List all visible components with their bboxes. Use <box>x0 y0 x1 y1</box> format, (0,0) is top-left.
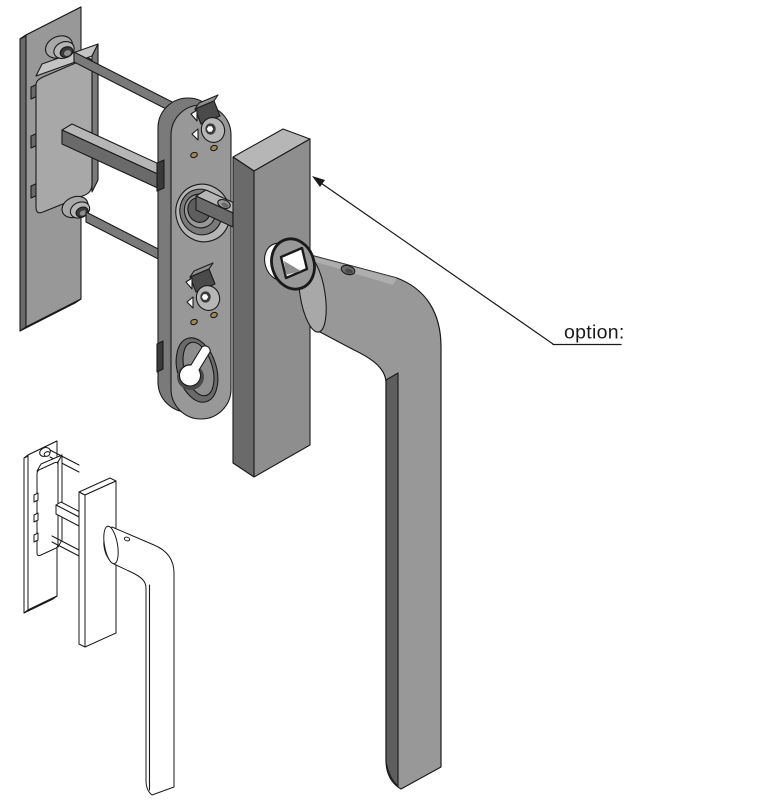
outline-mounting-block <box>33 454 63 557</box>
outline-backplate <box>23 454 29 614</box>
outline-variant-assembly <box>23 440 175 796</box>
brass-pin <box>210 311 218 319</box>
profile-cylinder-cutout <box>175 337 219 403</box>
outline-cover-plate <box>78 477 117 648</box>
clip-notch <box>156 340 164 373</box>
annotation: option: <box>312 176 625 346</box>
clip-notch <box>156 159 165 192</box>
brass-pin <box>210 144 218 152</box>
brass-pin <box>190 151 198 159</box>
outline-lever-handle <box>103 525 175 796</box>
brass-pin <box>190 318 198 326</box>
escutcheon-plate <box>156 94 244 420</box>
screw-head-bottom <box>185 262 221 311</box>
screw-spindle-top <box>44 35 183 118</box>
arrowhead <box>312 176 325 187</box>
leader-line <box>317 180 554 345</box>
spindle-rosette <box>270 237 316 291</box>
cover-plate <box>232 128 311 478</box>
lever-handle <box>298 255 442 790</box>
option-label: option: <box>564 322 625 344</box>
screw-head-top <box>190 94 226 143</box>
handle-bar-side <box>385 372 399 787</box>
